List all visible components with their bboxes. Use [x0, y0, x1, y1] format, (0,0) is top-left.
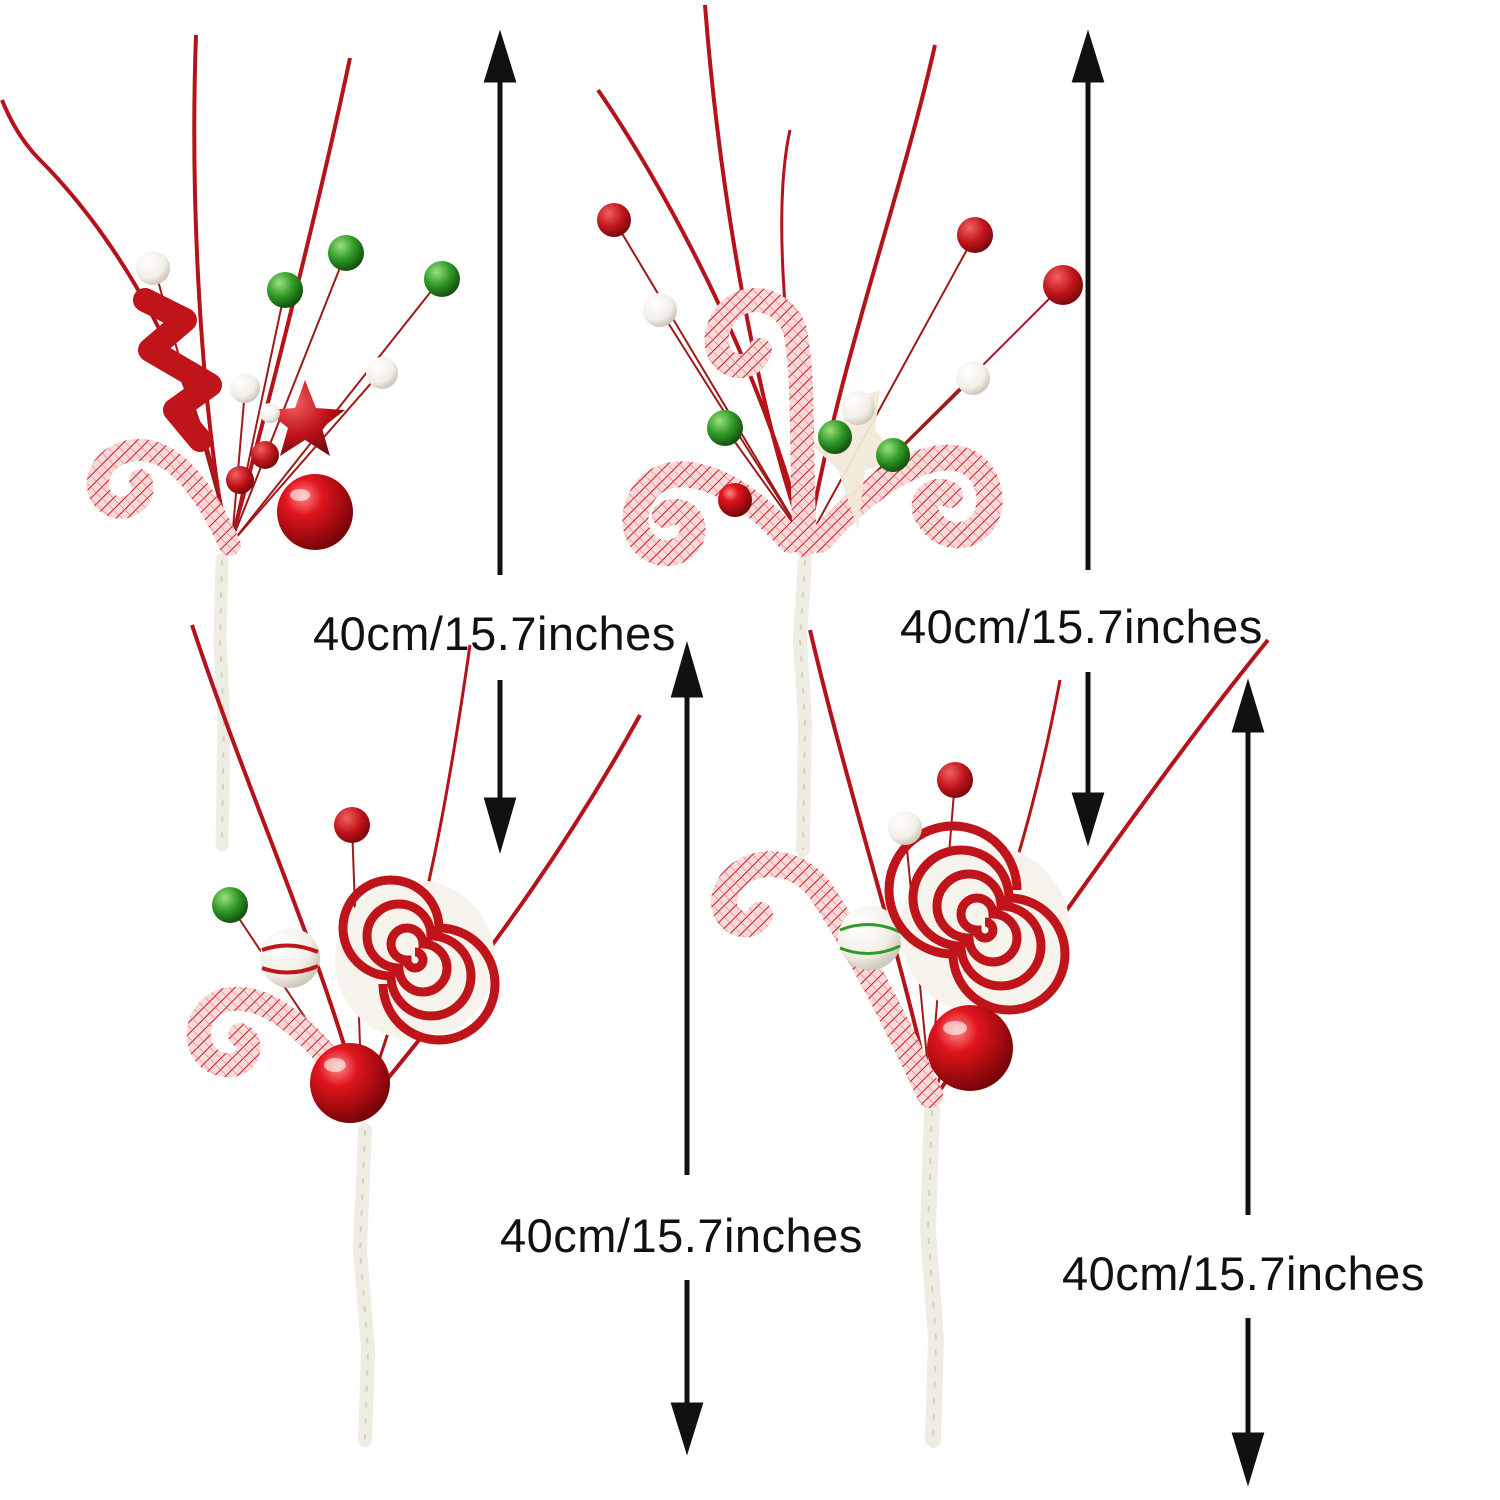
pick-bottom-left [186, 624, 642, 1447]
pick-bottom-right [711, 629, 1270, 1448]
dimension-arrow-2 [1071, 29, 1105, 847]
measurement-label-4: 40cm/15.7inches [1062, 1247, 1425, 1300]
dimension-arrow-3 [670, 640, 704, 1456]
dimension-arrow-1 [483, 29, 517, 855]
measurement-label-1: 40cm/15.7inches [313, 607, 676, 660]
pick-top-left [0, 34, 460, 852]
measurement-label-3: 40cm/15.7inches [500, 1209, 863, 1262]
pick-top-right [596, 4, 1083, 857]
dimension-arrow-4 [1231, 678, 1265, 1487]
measurement-label-2: 40cm/15.7inches [900, 600, 1263, 653]
